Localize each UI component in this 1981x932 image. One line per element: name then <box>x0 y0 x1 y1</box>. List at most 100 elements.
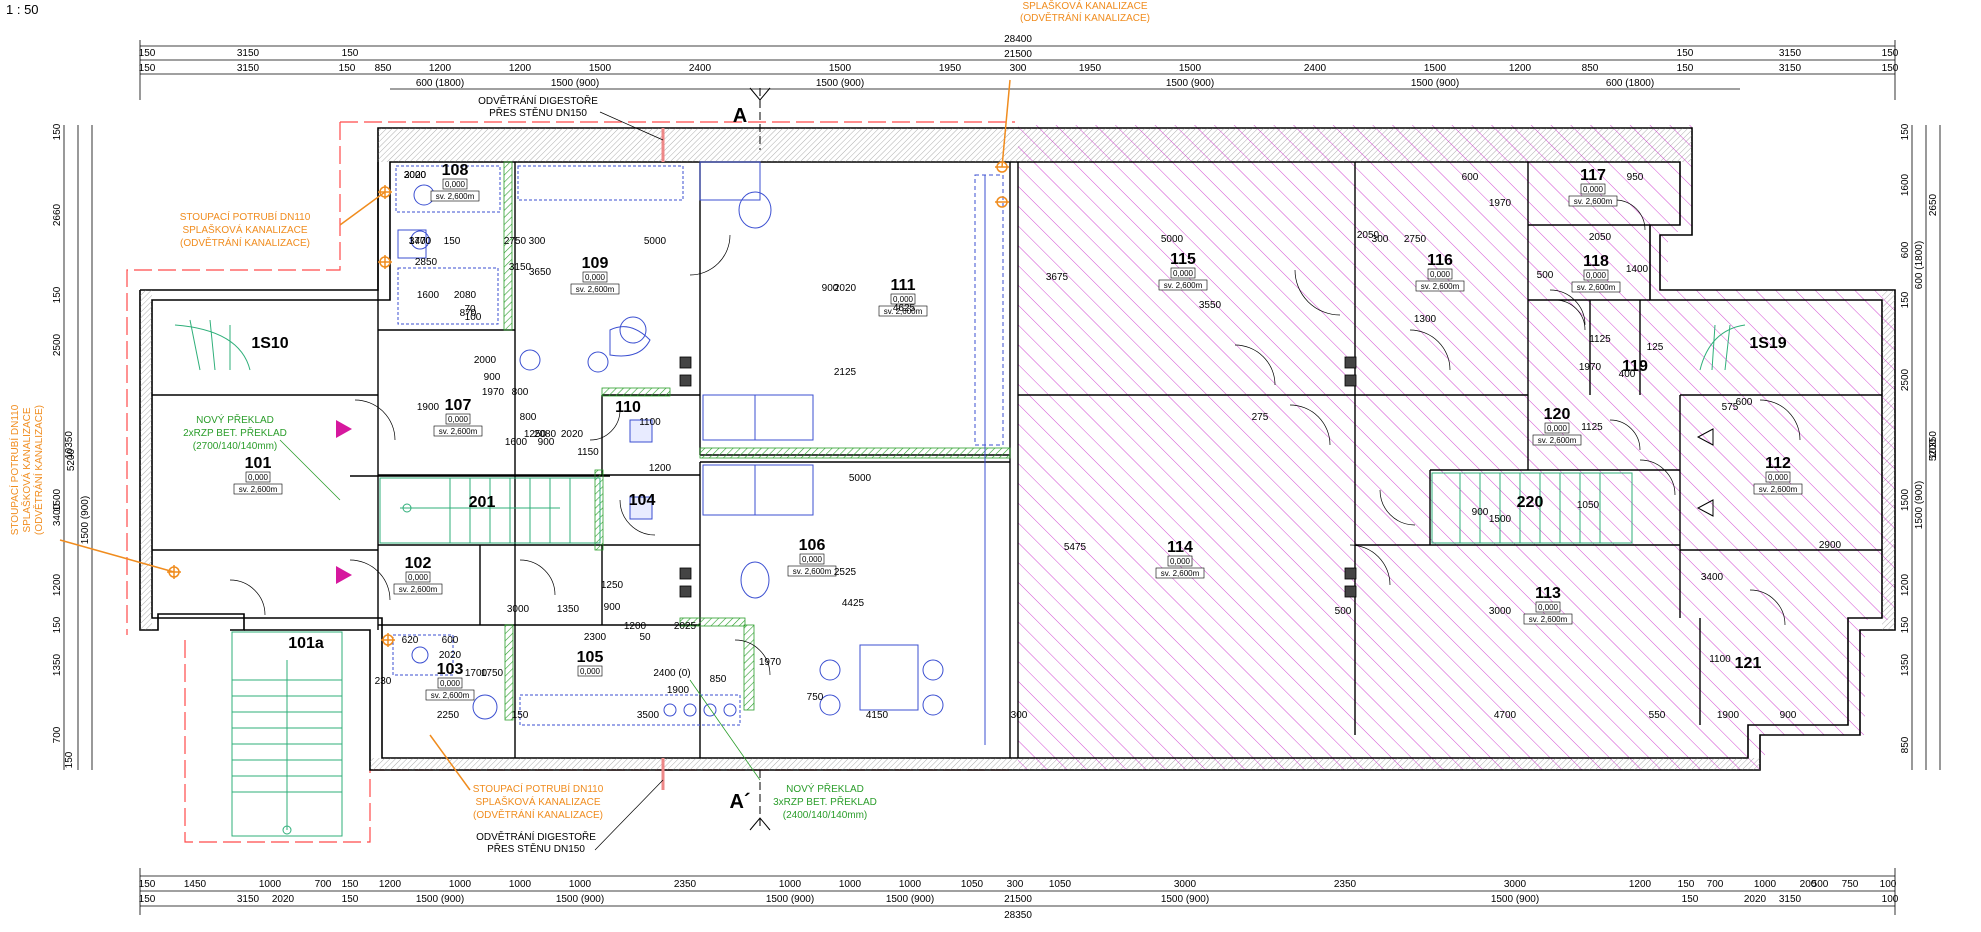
dimension-value: 3550 <box>1199 300 1222 311</box>
room-height: sv. 2,600m <box>1161 569 1200 578</box>
room-number: 114 <box>1167 539 1193 556</box>
dimension-value: 2350 <box>674 879 697 890</box>
dimension-value: 70 <box>464 304 476 315</box>
room-number: 104 <box>629 492 656 509</box>
dimension-value: 150 <box>1678 879 1695 890</box>
room-number: 111 <box>891 277 916 294</box>
dimension-value: 2900 <box>1819 540 1842 551</box>
dimension-value: 1900 <box>667 685 690 696</box>
room-level-box <box>577 665 603 677</box>
dimension-value: 2660 <box>52 203 63 226</box>
dimension-value: 870 <box>460 308 477 319</box>
dimension-value: 1500 <box>1900 488 1911 511</box>
dimension-value: 1500 <box>1489 514 1512 525</box>
dimension-value: 1500 (900) <box>416 894 464 905</box>
room-height-box <box>878 305 928 317</box>
dimension-value: 1500 (900) <box>1411 78 1459 89</box>
overall-top-dimension: 28400 <box>1004 34 1032 45</box>
dimension-value: 300 <box>1010 63 1027 74</box>
room-level-box <box>1580 183 1606 195</box>
dimension-value: 850 <box>1900 736 1911 753</box>
dimension-value: 2080 <box>534 429 557 440</box>
pipe-markers <box>59 79 1011 791</box>
room-level: 0,000 <box>1583 185 1604 194</box>
dimension-value: 2050 <box>1357 230 1380 241</box>
room-height: sv. 2,600m <box>1529 615 1568 624</box>
dimension-value: 3650 <box>529 267 552 278</box>
bottom-dimension-lines <box>139 868 1896 915</box>
dimension-value: 900 <box>822 283 839 294</box>
dimension-value: 3400 <box>409 236 432 247</box>
dimension-value: 1200 <box>379 879 402 890</box>
dimension-value: 1500 (900) <box>1161 894 1209 905</box>
dimension-value: 1000 <box>509 879 532 890</box>
room-height-box <box>425 689 475 701</box>
room-height: sv. 2,600m <box>576 285 615 294</box>
triangle-markers <box>1696 428 1714 517</box>
room-height: sv. 2,600m <box>399 585 438 594</box>
dimension-value: 1970 <box>482 387 505 398</box>
dimension-value: 1000 <box>259 879 282 890</box>
dimension-value: 2750 <box>1404 234 1427 245</box>
leader-lines <box>594 111 664 851</box>
fixtures <box>392 161 1004 745</box>
annotation-vert-pipe-1: STOUPACÍ POTRUBÍ DN110 <box>8 404 21 535</box>
room-level-box <box>1544 422 1570 434</box>
room-level: 0,000 <box>448 415 469 424</box>
dimension-value: 1400 <box>1626 264 1649 275</box>
dimension-value: 10350 <box>1928 431 1939 459</box>
dimension-value: 2020 <box>272 894 295 905</box>
room-number: 117 <box>1580 167 1606 184</box>
room-level: 0,000 <box>1430 270 1451 279</box>
room-level-box <box>245 471 271 483</box>
room-label-121: 121 <box>1735 655 1762 672</box>
dimension-value: 500 <box>1812 879 1829 890</box>
annotation-lintel-bottom-3: (2400/140/140mm) <box>783 810 868 821</box>
dimension-value: 150 <box>339 63 356 74</box>
dimension-value: 1000 <box>449 879 472 890</box>
dimension-value: 2050 <box>1589 232 1612 243</box>
dimension-value: 1500 (900) <box>1491 894 1539 905</box>
dimension-value: 150 <box>1882 63 1899 74</box>
dimension-value: 1500 <box>52 488 63 511</box>
room-height: sv. 2,600m <box>436 192 475 201</box>
dimension-value: 150 <box>52 286 63 303</box>
top-dimension-lines <box>139 40 1896 100</box>
room-height: sv. 2,600m <box>431 691 470 700</box>
dimension-value: 1200 <box>624 621 647 632</box>
room-label-104: 104 <box>629 492 656 509</box>
annotation-bottom-hood-1: ODVĚTRÁNÍ DIGESTOŘE <box>476 830 596 843</box>
room-height: sv. 2,600m <box>1759 485 1798 494</box>
room-level: 0,000 <box>1586 271 1607 280</box>
dimension-value: 1200 <box>649 463 672 474</box>
dimension-value: 2750 <box>504 236 527 247</box>
room-height-box <box>430 190 480 202</box>
dimension-value: 100 <box>465 312 482 323</box>
room-height: sv. 2,600m <box>1574 197 1613 206</box>
room-height-box <box>1523 613 1573 625</box>
room-height-box <box>1571 281 1621 293</box>
dimension-value: 5475 <box>1064 542 1087 553</box>
dimension-value: 800 <box>512 387 529 398</box>
dimension-value: 850 <box>1582 63 1599 74</box>
dimension-value: 1350 <box>557 604 580 615</box>
dimension-value: 2020 <box>561 429 584 440</box>
dimension-value: 5200 <box>1928 438 1939 461</box>
room-label-101a: 101a <box>288 635 324 652</box>
dimension-value: 1100 <box>1709 654 1731 665</box>
entrance-markers <box>336 420 352 584</box>
new-lintels <box>503 161 1011 721</box>
room-height: sv. 2,600m <box>439 427 478 436</box>
room-height-box <box>393 583 443 595</box>
dimension-value: 2250 <box>437 710 460 721</box>
dimension-value: 750 <box>1842 879 1859 890</box>
annotation-lintel-bottom-2: 3xRZP BET. PŘEKLAD <box>773 795 877 808</box>
dimension-value: 900 <box>1780 710 1797 721</box>
dimension-value: 575 <box>1722 402 1739 413</box>
overall-bottom-dimension: 28350 <box>1004 910 1032 921</box>
dimension-value: 700 <box>1707 879 1724 890</box>
room-height: sv. 2,600m <box>884 307 923 316</box>
